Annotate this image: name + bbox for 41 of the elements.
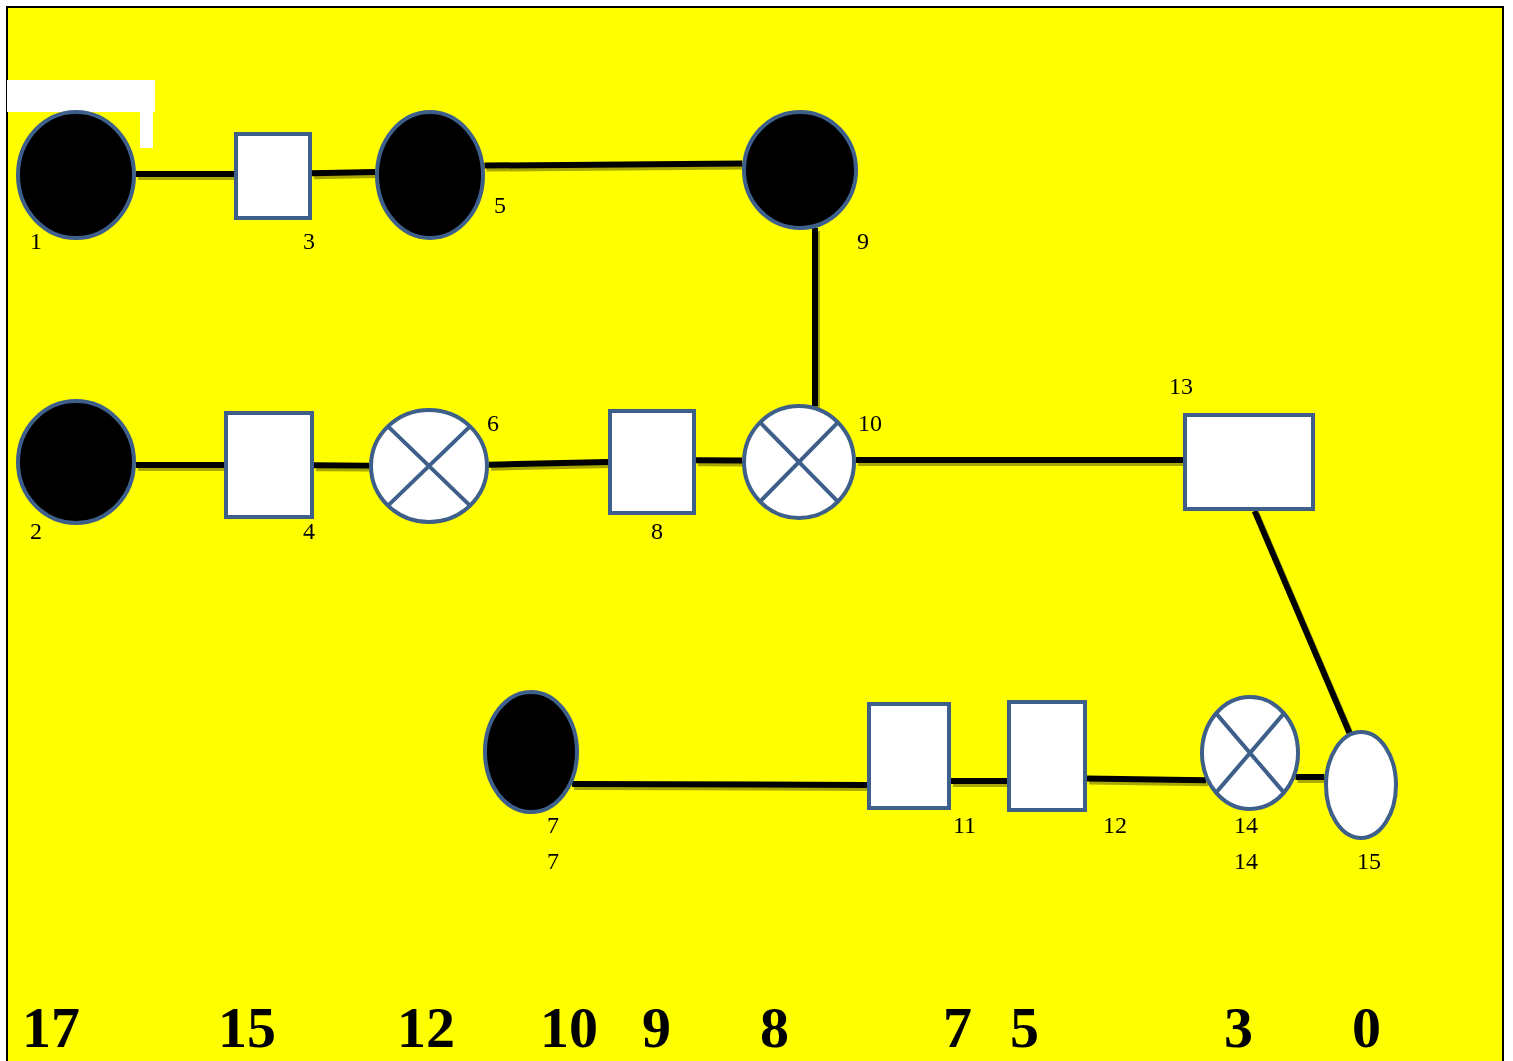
connector-line [136,171,234,177]
number-label: 4 [303,518,315,544]
connector-line [1086,775,1206,784]
connector-line [951,778,1007,784]
number-label: 13 [1169,373,1193,399]
number-label: 2 [30,518,42,544]
connector-line [135,462,224,468]
scale-number: 5 [1010,998,1039,1058]
scale-number: 0 [1352,998,1381,1058]
number-label: 7 [547,812,559,838]
connector-line [572,781,867,788]
scale-number: 17 [22,998,80,1058]
connector-line [488,459,609,468]
number-label: 11 [953,812,977,838]
scale-number: 7 [943,998,972,1058]
number-label: 10 [858,410,882,436]
number-label: 1 [30,228,42,254]
connector-line [695,457,743,464]
connector-line [855,457,1183,463]
connector-line [313,462,370,469]
number-label: 3 [303,228,315,254]
number-label: 14 [1234,848,1258,874]
scale-number: 12 [397,998,455,1058]
number-label: 9 [857,228,869,254]
scale-number: 9 [642,998,671,1058]
number-label: 6 [487,410,499,436]
scale-number: 15 [218,998,276,1058]
number-label: 12 [1103,812,1127,838]
number-label: 15 [1357,848,1381,874]
connector-line [484,160,743,169]
connector-line [1251,509,1353,734]
scale-number: 3 [1224,998,1253,1058]
scale-number: 8 [760,998,789,1058]
connector-line [1295,774,1325,780]
connector-line [311,169,376,177]
number-label: 14 [1234,812,1258,838]
number-label: 8 [651,518,663,544]
number-label: 5 [494,192,506,218]
scale-number: 10 [540,998,598,1058]
number-label: 7 [547,848,559,874]
connector-line [812,227,818,407]
